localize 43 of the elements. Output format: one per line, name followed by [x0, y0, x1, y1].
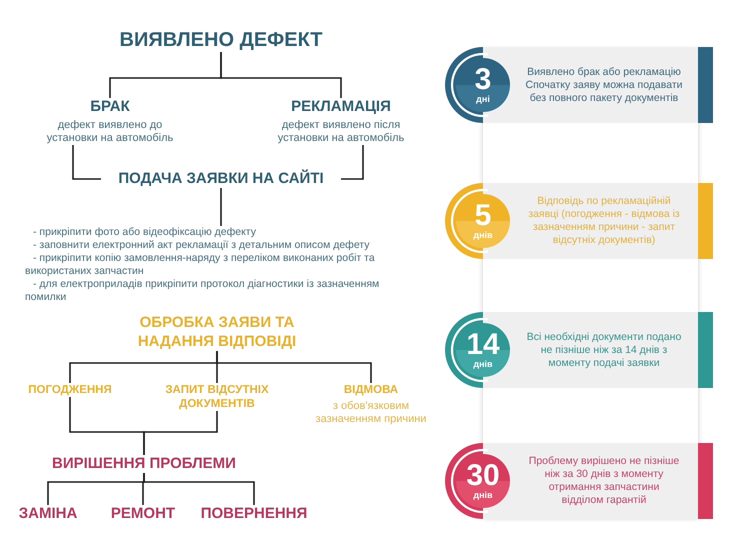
step-description: дефект виявлено після установки на автомобіль [276, 119, 406, 145]
info-card [510, 47, 713, 123]
step-heading: ПОДАЧА ЗАЯВКИ НА САЙТІ [101, 170, 341, 188]
connector-line [341, 145, 364, 180]
step-heading: ВИРІШЕННЯ ПРОБЛЕМИ [39, 455, 249, 473]
connector-line [216, 351, 372, 383]
info-card [510, 312, 713, 388]
connector-line [220, 188, 222, 226]
day-count: 30 [466, 462, 500, 490]
connector-line [72, 145, 101, 180]
bullet-item: - заповнити електронний акт рекламації з детальним описом дефету [32, 239, 370, 252]
card-text: Відповідь по рекламаційній заявці (погодження - відмова із зазначенням причини - запит відсутніх документів) [527, 195, 681, 247]
card-text: Виявлено брак або рекламацію [526, 66, 682, 78]
connector-line [143, 473, 255, 505]
day-count: 14 [466, 331, 500, 359]
step-heading: ПОГОДЖЕННЯ [20, 383, 120, 397]
step-heading: ЗАМІНА [8, 505, 88, 523]
bullet-item: - для електроприладів прикріпити протокол діагностики із зазначенням помилки [25, 278, 380, 304]
info-card [510, 443, 713, 519]
step-heading: РЕМОНТ [98, 505, 188, 523]
card-text: Спочатку заяву можна подавати без повного пакету документів [524, 78, 684, 104]
info-card [510, 183, 713, 259]
card-text: Проблему вирішено не пізніше ніж за 30 днів з моменту отримання запчастини відділом гарантій [528, 455, 680, 507]
step-heading: ЗАПИТ ВІДСУТНІХ ДОКУМЕНТІВ [152, 383, 282, 411]
step-description: з обов'язковим зазначенням причини [314, 400, 428, 426]
bullet-item: - прикріпити копію замовлення-наряду з переліком виконаних робіт та використаних запчастин [25, 252, 376, 278]
step-heading: ВИЯВЛЕНО ДЕФЕКТ [91, 28, 351, 52]
card-text: Всі необхідні документи подано не пізніше ніж за 14 днів з моменту подачі заявки [526, 330, 682, 370]
connector-line [220, 52, 342, 98]
day-count: 5 [474, 202, 492, 230]
step-description: дефект виявлено до установки на автомобіль [46, 119, 174, 145]
day-unit: днів [473, 490, 493, 500]
step-heading: ОБРОБКА ЗАЯВИ ТА НАДАННЯ ВІДПОВІДІ [122, 313, 312, 351]
step-heading: ПОВЕРНЕННЯ [194, 505, 314, 523]
day-unit: днів [473, 359, 493, 369]
day-count: 3 [474, 66, 492, 94]
step-heading: БРАК [89, 98, 131, 116]
step-heading: ВІДМОВА [342, 383, 400, 397]
bullet-item: - прикріпити фото або відеофіксацію дефекту [32, 226, 257, 239]
connector-line [143, 411, 218, 455]
day-unit: днів [473, 230, 493, 240]
step-heading: РЕКЛАМАЦІЯ [290, 98, 392, 116]
day-unit: дні [476, 94, 490, 104]
